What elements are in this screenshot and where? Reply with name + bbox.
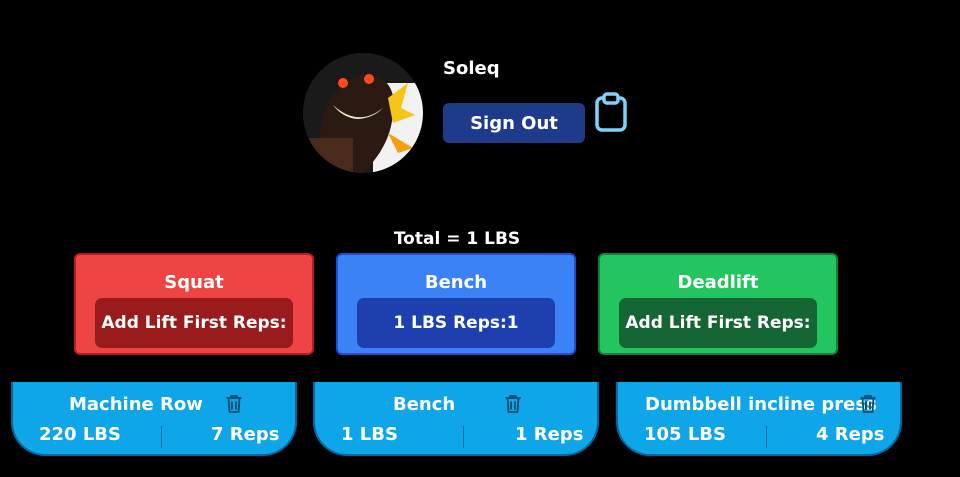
divider [161, 426, 162, 448]
divider [766, 426, 767, 448]
exercise-name: Dumbbell incline press [645, 394, 877, 415]
lift-value[interactable]: Add Lift First Reps: [619, 298, 817, 348]
exercise-weight: 220 LBS [39, 424, 121, 445]
exercise-entry: Dumbbell incline press 105 LBS 4 Reps [616, 382, 902, 456]
divider [463, 426, 464, 448]
exercise-weight: 105 LBS [644, 424, 726, 445]
exercise-entry: Machine Row 220 LBS 7 Reps [11, 382, 297, 456]
exercise-weight: 1 LBS [341, 424, 398, 445]
lift-title: Deadlift [677, 272, 759, 293]
lift-card-squat: Squat Add Lift First Reps: [74, 253, 314, 355]
avatar [303, 53, 423, 173]
lift-card-bench: Bench 1 LBS Reps:1 [336, 253, 576, 355]
lift-title: Squat [164, 272, 224, 293]
exercise-reps: 4 Reps [816, 424, 885, 445]
sign-out-button[interactable]: Sign Out [443, 103, 585, 143]
total-label: Total = 1 LBS [0, 229, 914, 249]
lift-value[interactable]: Add Lift First Reps: [95, 298, 293, 348]
lift-value[interactable]: 1 LBS Reps:1 [357, 298, 555, 348]
exercise-name: Machine Row [69, 394, 203, 415]
clipboard-icon[interactable] [594, 92, 628, 132]
trash-icon[interactable] [504, 394, 522, 414]
total-text: Total = 1 LBS [393, 229, 521, 249]
username: Soleq [443, 58, 500, 79]
trash-icon[interactable] [225, 394, 243, 414]
trash-icon[interactable] [859, 394, 877, 414]
exercise-reps: 1 Reps [515, 424, 584, 445]
lift-card-deadlift: Deadlift Add Lift First Reps: [598, 253, 838, 355]
exercise-entry: Bench 1 LBS 1 Reps [313, 382, 599, 456]
exercise-name: Bench [393, 394, 456, 415]
avatar-image [303, 53, 423, 173]
exercise-reps: 7 Reps [211, 424, 280, 445]
lift-title: Bench [424, 272, 488, 293]
